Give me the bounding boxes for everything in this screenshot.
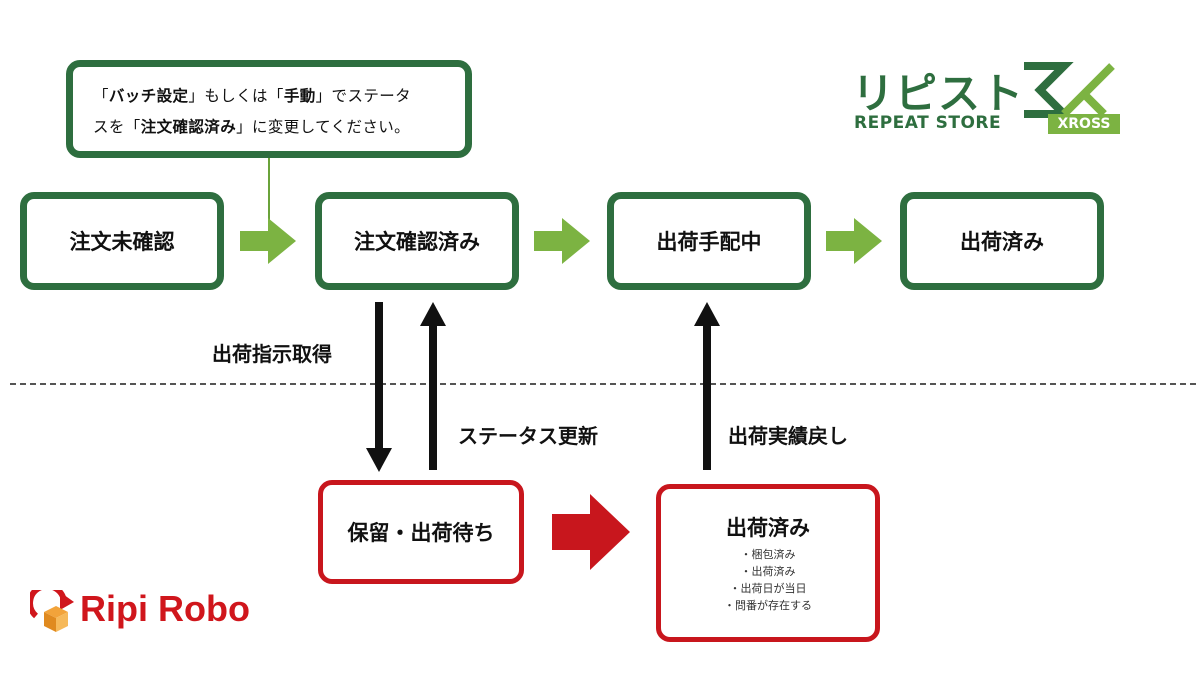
condition-item: ・梱包済み [740,548,796,561]
up-arrow-status-update [420,302,446,470]
robo-shipped-title: 出荷済み [726,516,810,540]
label-return-shipping-results: 出荷実績戻し [728,424,848,448]
note-line-1: 「バッチ設定」もしくは「手動」でステータ [93,87,412,105]
label-status-update: ステータス更新 [458,424,598,448]
sigma-x-icon [1024,62,1115,118]
status-shipped: 出荷済み [900,192,1104,290]
robo-shipped-conditions: ・梱包済み ・出荷済み ・出荷日が当日 ・問番が存在する [724,546,812,614]
condition-item: ・出荷日が当日 [729,582,807,595]
note-line-2: スを「注文確認済み」に変更してください。 [93,118,411,136]
repeat-store-xross-logo: リピスト REPEAT STORE XROSS [852,60,1122,140]
status-order-unconfirmed: 注文未確認 [20,192,224,290]
note-connector-line [268,158,270,226]
box-arrow-icon [30,590,74,632]
green-arrow-2 [534,218,590,264]
system-divider [10,383,1196,385]
condition-item: ・出荷済み [740,565,796,578]
green-arrow-3 [826,218,882,264]
status-order-confirmed: 注文確認済み [315,192,519,290]
condition-item: ・問番が存在する [724,599,812,612]
status-shipping-arranging: 出荷手配中 [607,192,811,290]
robo-status-shipped: 出荷済み ・梱包済み ・出荷済み ・出荷日が当日 ・問番が存在する [656,484,880,642]
up-arrow-return-results [694,302,720,470]
instruction-note: 「バッチ設定」もしくは「手動」でステータ スを「注文確認済み」に変更してください… [66,60,472,158]
down-arrow-get-instruction [366,302,392,472]
green-arrow-1 [240,218,296,264]
red-arrow [552,494,630,570]
label-get-shipping-instruction: 出荷指示取得 [212,342,332,366]
robo-status-hold-awaiting: 保留・出荷待ち [318,480,524,584]
